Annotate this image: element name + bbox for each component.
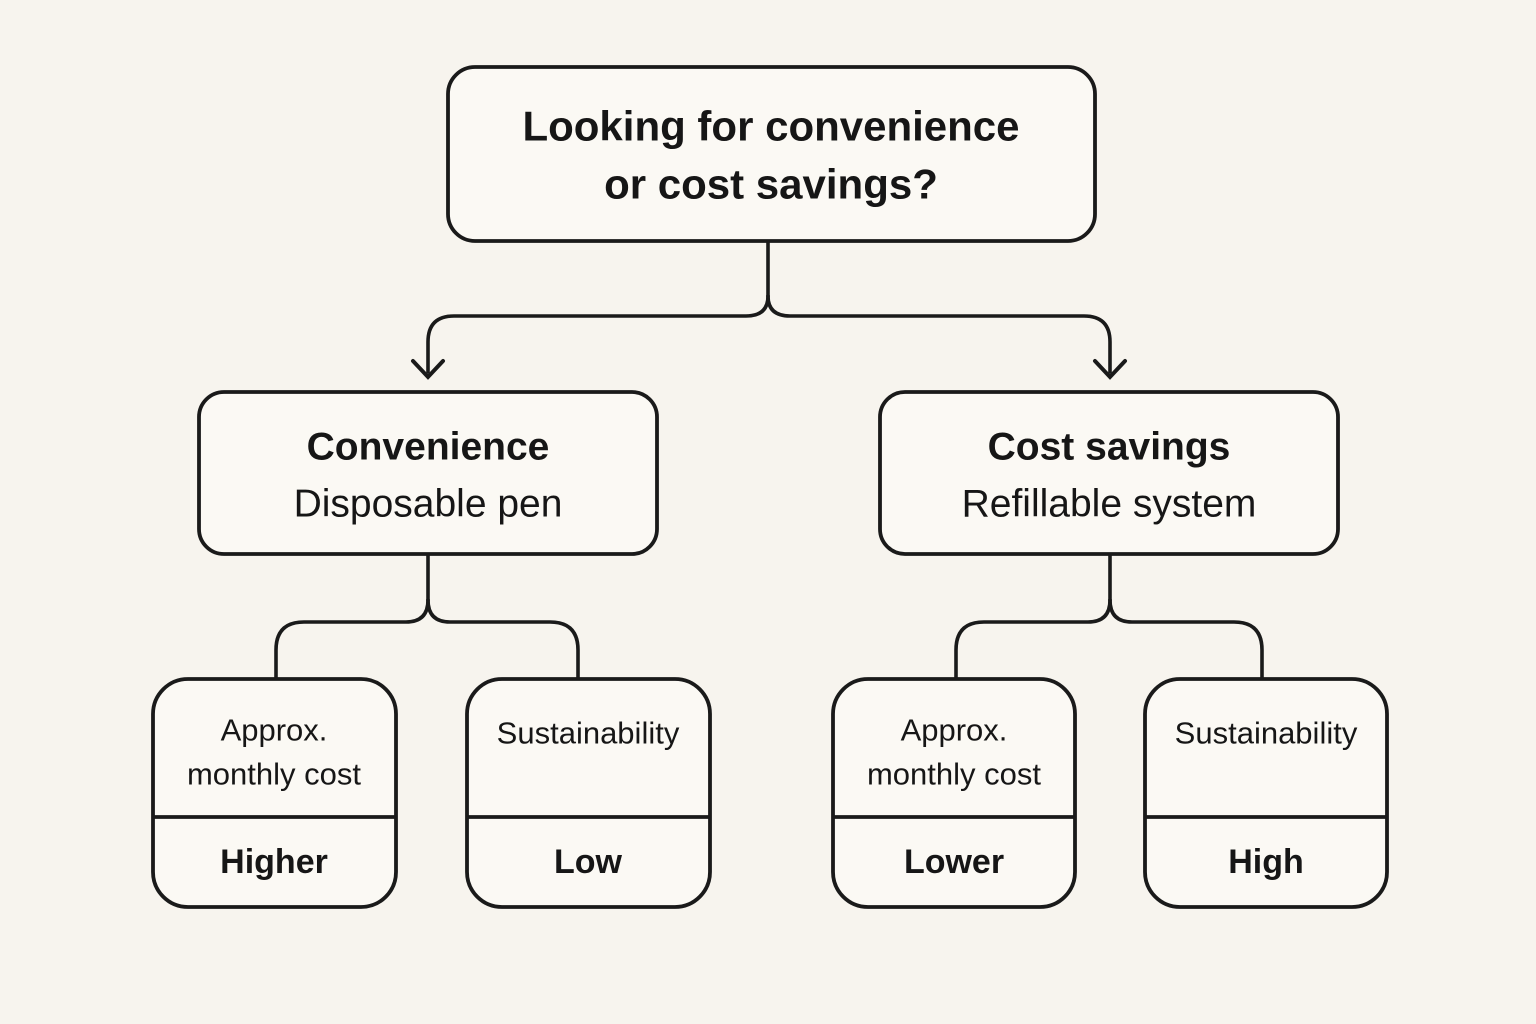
cost-savings-cost-leaf-label-line2: monthly cost <box>867 757 1041 792</box>
arrow-down-icon <box>1093 359 1127 380</box>
cost-savings-cost-leaf-value: Lower <box>904 843 1004 881</box>
root-node-line1: Looking for convenience <box>522 103 1019 150</box>
cost-savings-cost-leaf-box <box>831 677 1077 909</box>
root-node-line2: or cost savings? <box>604 161 938 208</box>
connector-cost-savings-to-sustainability <box>1108 598 1264 681</box>
convenience-sustainability-leaf-label: Sustainability <box>497 716 680 751</box>
arrow-down-icon <box>411 359 445 380</box>
connector-root-to-cost-savings <box>766 294 1112 374</box>
convenience-cost-leaf-box <box>151 677 398 909</box>
cost-savings-sustainability-leaf-box <box>1143 677 1389 909</box>
connector-convenience-to-cost <box>274 598 430 681</box>
convenience-cost-leaf-value: Higher <box>220 843 328 881</box>
convenience-sustainability-leaf-value: Low <box>554 843 623 881</box>
cost-savings-node-subtitle: Refillable system <box>962 483 1257 526</box>
convenience-node-box <box>197 390 659 556</box>
connector-convenience-to-sustainability <box>426 598 580 681</box>
convenience-sustainability-leaf-box <box>465 677 712 909</box>
cost-savings-node-box <box>878 390 1340 556</box>
cost-savings-node-title: Cost savings <box>988 426 1231 469</box>
cost-savings-sustainability-leaf-label: Sustainability <box>1175 716 1358 751</box>
convenience-cost-leaf-label-line2: monthly cost <box>187 757 361 792</box>
convenience-node-subtitle: Disposable pen <box>294 483 563 526</box>
convenience-cost-leaf-label-line1: Approx. <box>221 713 328 748</box>
cost-savings-cost-leaf-label-line1: Approx. <box>901 713 1008 748</box>
connector-root-to-convenience <box>426 294 770 374</box>
cost-savings-sustainability-leaf-value: High <box>1228 843 1304 881</box>
convenience-node-title: Convenience <box>307 426 550 469</box>
connector-cost-savings-to-cost <box>954 598 1112 681</box>
root-node-box <box>446 65 1097 243</box>
